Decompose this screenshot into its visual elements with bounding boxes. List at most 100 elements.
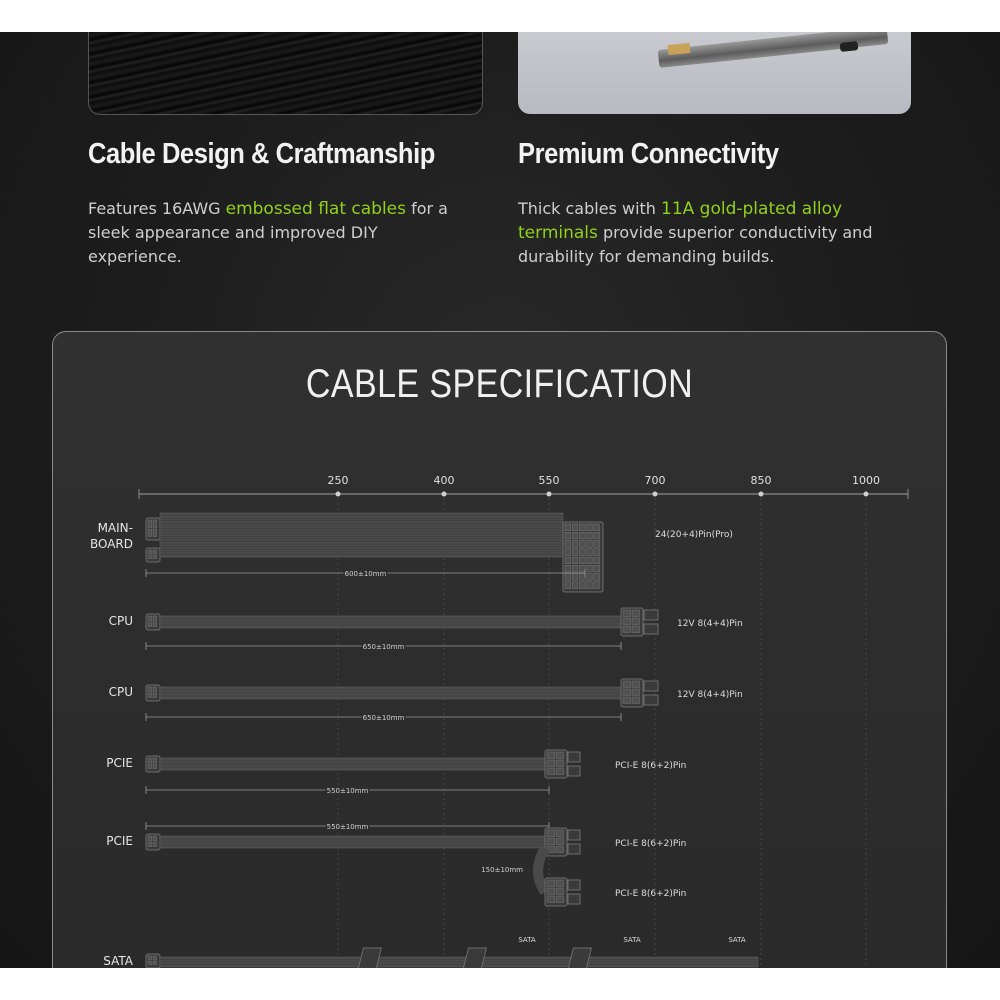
cpu-plug-pin	[152, 621, 157, 627]
sata-plug	[145, 953, 161, 968]
mainboard-plug-top	[145, 517, 161, 541]
pcie-chain-connector-2-pin	[546, 895, 555, 903]
scale-tick-label: 400	[434, 474, 455, 487]
feature-text-part: Thick cables with	[518, 199, 662, 218]
cpu-connector-pin	[622, 688, 631, 696]
feature-title-cable-design: Cable Design & Craftmanship	[88, 138, 435, 170]
pcie-chain-connector-2-label: PCI-E 8(6+2)Pin	[615, 889, 686, 899]
cpu-plug-pin	[147, 615, 152, 621]
connector-port	[839, 41, 859, 52]
pcie-chain-length-label: 550±10mm	[327, 823, 369, 831]
cpu-connector-pin	[631, 625, 640, 633]
pcie-chain-connector-2-pin	[555, 887, 564, 895]
pcie-chain-extension-cable	[533, 845, 550, 895]
pcie-plug-pin	[152, 763, 157, 769]
scale-tick-dot	[546, 491, 552, 497]
feature-text-part: provide superior conductivity and durabi…	[518, 223, 873, 266]
mainboard-connector-pin	[579, 565, 586, 573]
mainboard-connector-pin	[571, 523, 579, 531]
spec-title: CABLE SPECIFICATION	[305, 362, 694, 406]
feature-text-part: Features 16AWG	[88, 199, 226, 218]
feature-highlight: embossed flat cables	[225, 199, 406, 219]
pcie-chain-connector-2	[544, 877, 568, 907]
mainboard-connector-pin	[571, 556, 579, 564]
pcie-chain-connector-2-split	[567, 879, 581, 891]
mainboard-connector-pin	[593, 548, 600, 556]
mainboard-connector-pin	[593, 532, 600, 540]
mainboard-connector-pin	[579, 532, 586, 540]
cpu-plug	[145, 613, 161, 631]
sata-plug-pin	[152, 960, 157, 965]
cpu-connector-pin	[622, 625, 631, 633]
sata-connector	[461, 947, 488, 968]
mainboard-connector-pin	[564, 581, 571, 589]
cpu-connector-split	[643, 680, 659, 692]
pcie-plug-pin	[147, 757, 152, 763]
sata-plug-pin	[147, 955, 152, 960]
mainboard-plug-top-pin	[147, 519, 152, 528]
pcie-chain-plug	[145, 833, 161, 851]
row-label-cpu: CPU	[109, 685, 133, 699]
cpu-connector	[620, 678, 644, 708]
mainboard-connector-pin	[564, 573, 571, 581]
pcie-chain-plug-pin	[147, 841, 152, 847]
pcie-connector-pin	[546, 751, 555, 759]
pcie-chain-connector	[544, 827, 568, 857]
pcie-chain-connector-split	[567, 829, 581, 841]
cpu-connector-split	[643, 623, 659, 635]
pcie-connector	[544, 749, 568, 779]
feature-text-connectivity: Thick cables with 11A gold-plated alloy …	[518, 197, 888, 269]
cpu-connector-split	[643, 609, 659, 621]
cpu-connector-pin	[631, 617, 640, 625]
row-label-mainboard: BOARD	[90, 537, 133, 551]
cpu-plug	[145, 684, 161, 702]
mainboard-connector-pin	[564, 540, 571, 548]
mainboard-plug-top-pin	[152, 519, 157, 528]
sata-connector-label: SATA	[623, 936, 641, 944]
cpu-connector-split	[643, 694, 659, 706]
pcie-connector-split	[567, 751, 581, 763]
sata-connector-label: SATA	[518, 936, 536, 944]
mainboard-connector-pin	[579, 523, 586, 531]
scale-tick-dot	[652, 491, 658, 497]
scale-tick-label: 700	[645, 474, 666, 487]
cpu-connector-pin	[622, 609, 631, 617]
mainboard-connector-pin	[586, 565, 593, 573]
pcie-chain-connector-split	[567, 843, 581, 855]
cpu-connector-pin	[631, 688, 640, 696]
mainboard-plug-bottom-pin	[147, 549, 152, 554]
mainboard-connector-pin	[586, 548, 593, 556]
mainboard-connector-pin	[586, 573, 593, 581]
mainboard-connector-pin	[579, 573, 586, 581]
mainboard-connector-pin	[579, 540, 586, 548]
mainboard-connector-pin	[593, 565, 600, 573]
cpu-connector-pin	[631, 609, 640, 617]
mainboard-connector-pin	[593, 540, 600, 548]
mainboard-connector-pin	[564, 523, 571, 531]
connector-photo	[518, 32, 911, 114]
pcie-chain-plug-pin	[147, 835, 152, 841]
sata-connector	[566, 947, 593, 968]
pcie-chain-length-label-bg	[325, 821, 370, 831]
cpu-length-label-bg	[361, 712, 406, 722]
pcie-plug	[145, 755, 161, 773]
sata-connector	[356, 947, 383, 968]
mainboard-connector-pin	[571, 565, 579, 573]
cpu-plug-pin	[152, 615, 157, 621]
scale-tick-dot	[863, 491, 869, 497]
feature-title-connectivity: Premium Connectivity	[518, 138, 779, 170]
mainboard-connector-pin	[586, 532, 593, 540]
feature-text-cable-design: Features 16AWG embossed flat cables for …	[88, 197, 463, 269]
sata-plug-pin	[147, 960, 152, 965]
pcie-length-label-bg	[325, 785, 370, 795]
pcie-chain-connector-2-pin	[546, 887, 555, 895]
mainboard-connector-pin	[593, 573, 600, 581]
mainboard-connector-pin	[571, 581, 579, 589]
mainboard-plug-bottom	[145, 547, 161, 563]
mainboard-connector-pin	[579, 556, 586, 564]
mainboard-connector-pin	[579, 548, 586, 556]
mainboard-connector-pin	[571, 573, 579, 581]
pcie-chain-connector-2-pin	[555, 879, 564, 887]
mainboard-connector-label: 24(20+4)Pin(Pro)	[655, 530, 733, 540]
cpu-plug-pin	[147, 692, 152, 698]
